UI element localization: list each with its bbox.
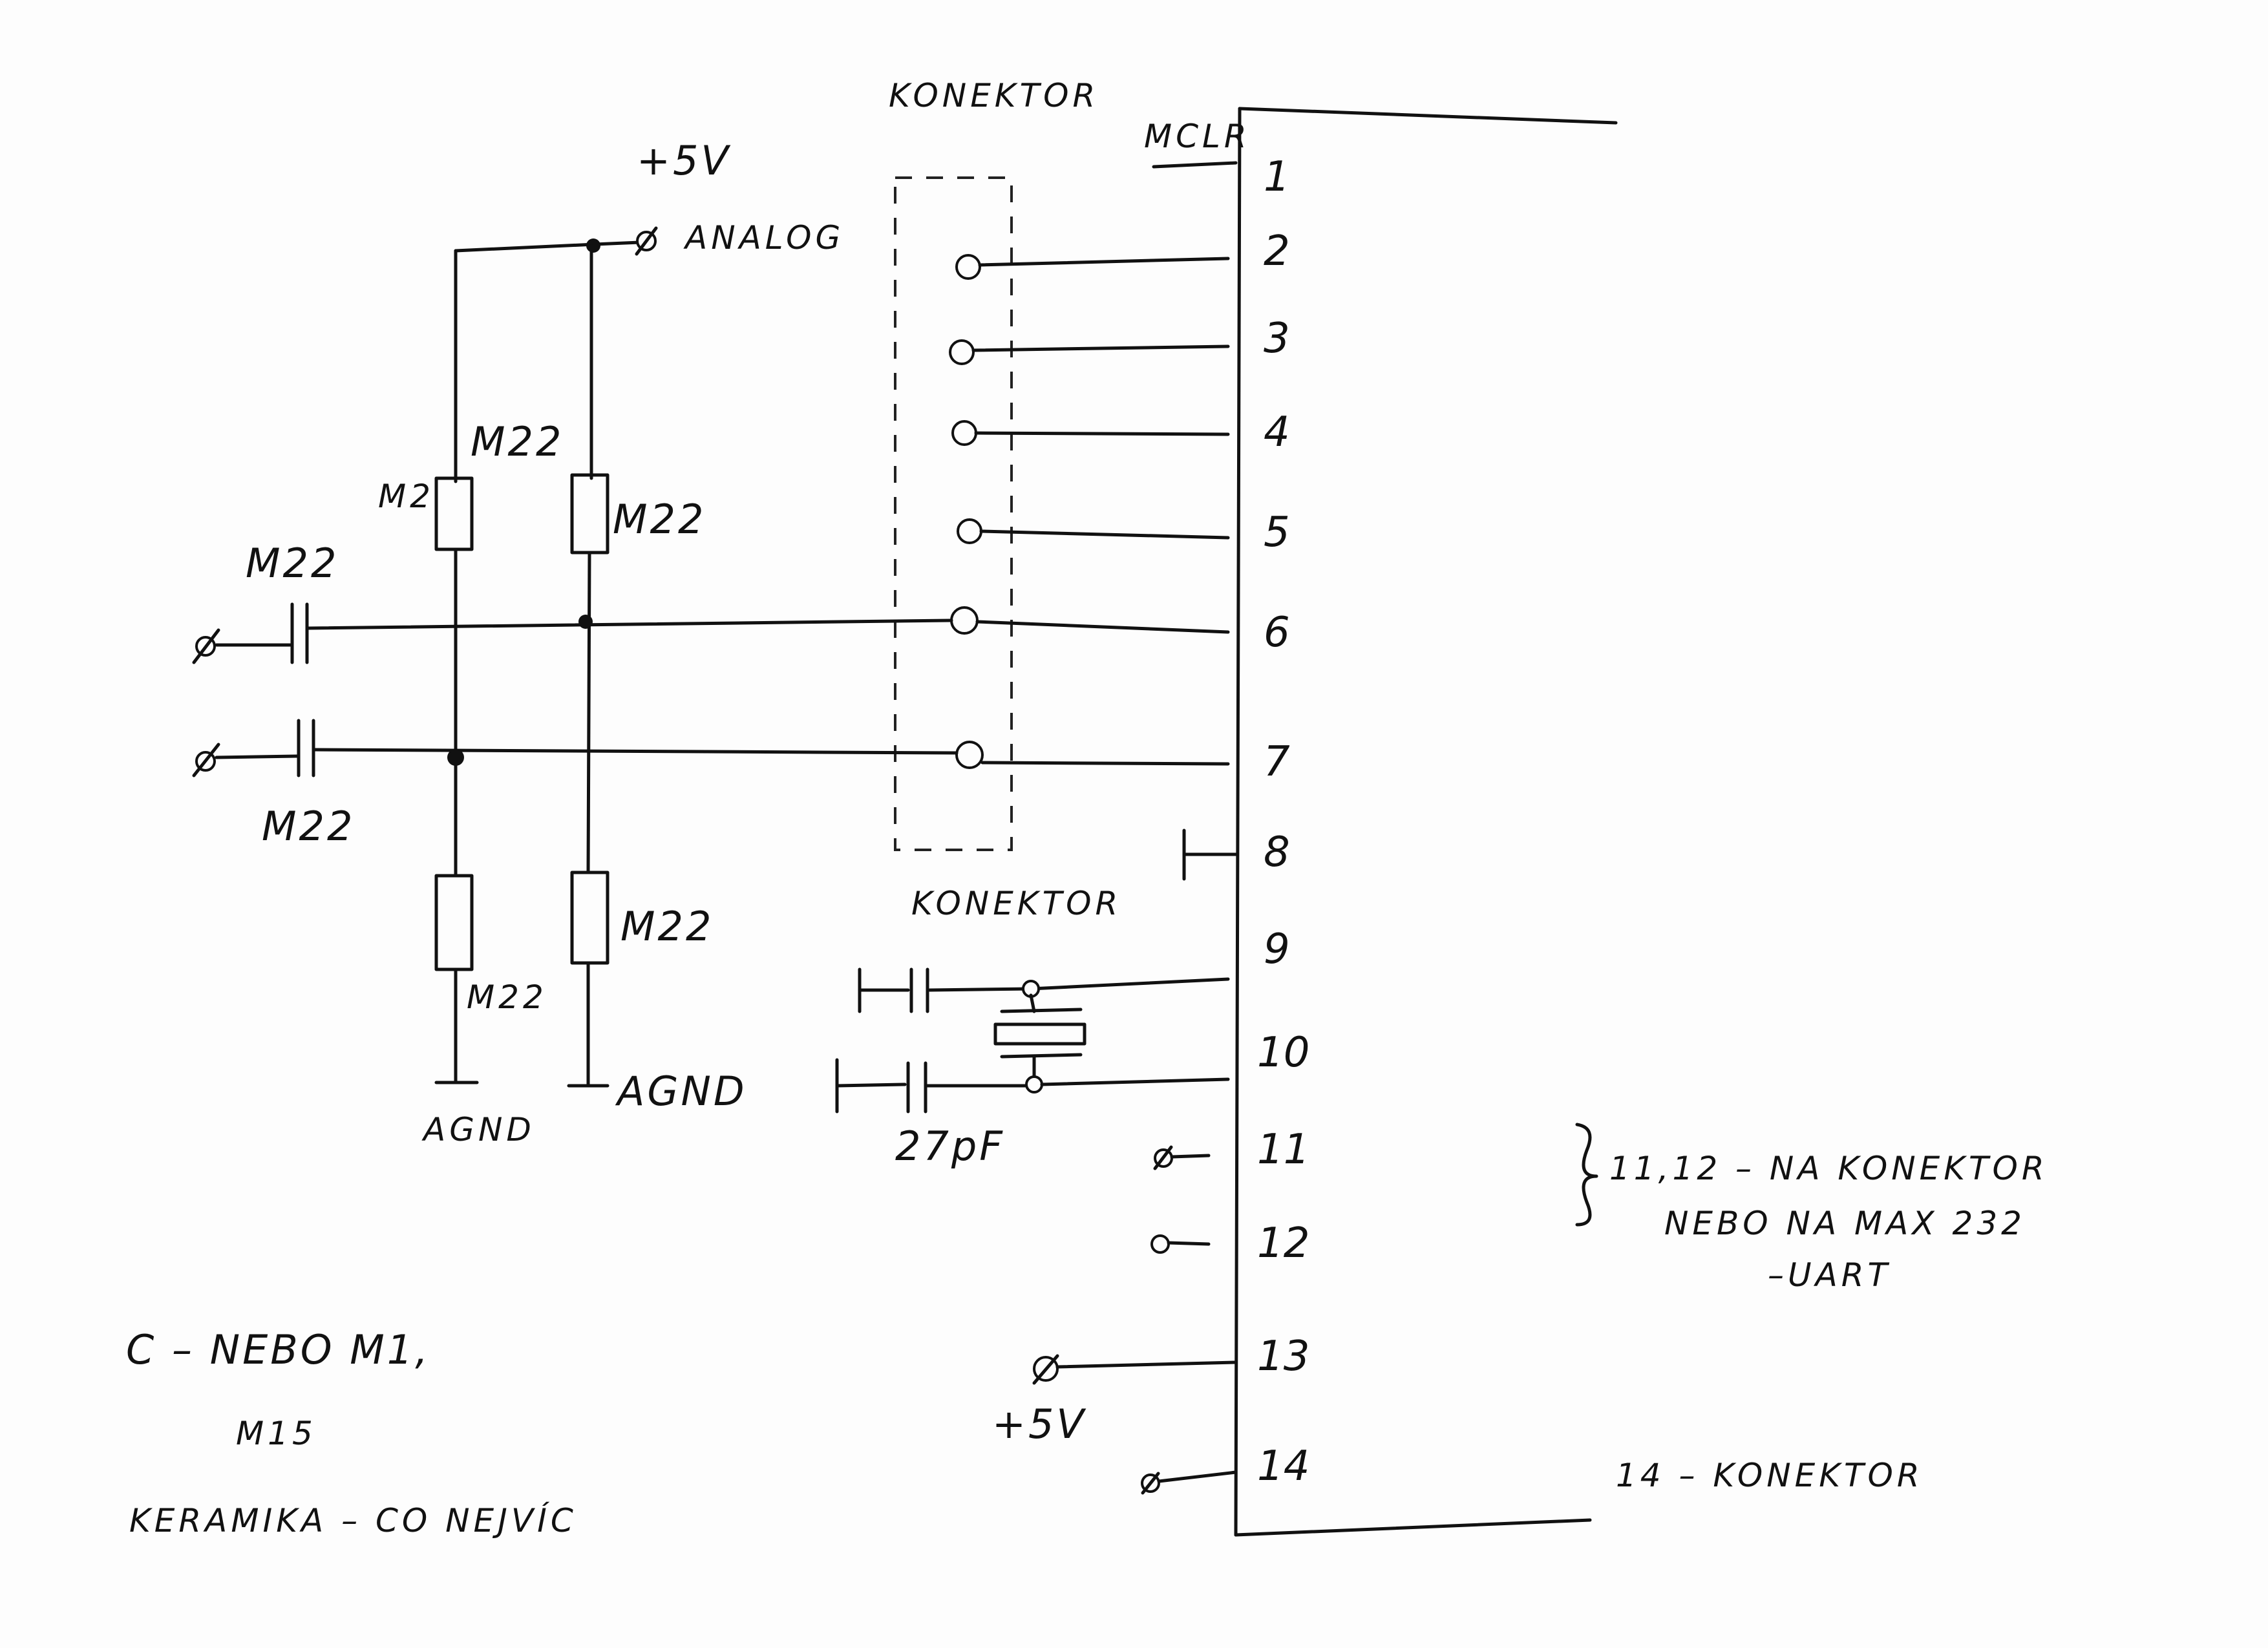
uart-note-line3: –UART (1768, 1256, 1891, 1294)
konektor-bottom-label: KONEKTOR (911, 885, 1121, 922)
pin-9-label: 9 (1264, 925, 1290, 973)
cap-27pf-label: 27pF (895, 1123, 1005, 1170)
brace-icon (1575, 1123, 1598, 1227)
connector-box (894, 176, 1013, 851)
analog-label: ANALOG (683, 219, 844, 257)
pin-3-label: 3 (1264, 315, 1290, 363)
resistor-top-right (570, 473, 609, 874)
mclr-wire (1152, 161, 1238, 169)
pin-10-label: 10 (1257, 1029, 1309, 1077)
pin-12-label: 12 (1257, 1220, 1309, 1267)
plus5v-bottom-label: +5V (992, 1400, 1086, 1448)
uart-note-line2: NEBO NA MAX 232 (1664, 1205, 2026, 1242)
res-top-left-scribble: M2 (378, 478, 434, 515)
pin14-note: 14 – KONEKTOR (1616, 1457, 1924, 1494)
plus5v-top-label: +5V (637, 137, 731, 184)
res-top-left-label: M22 (471, 418, 564, 465)
resistor-top-left (434, 476, 474, 878)
res-bottom-right-label: M22 (620, 903, 714, 950)
agnd-right-label: AGND (615, 1068, 747, 1115)
pins-11-14-wires (1032, 1145, 1238, 1495)
pin-1-label: 1 (1264, 153, 1290, 201)
oscillator (835, 967, 1230, 1114)
pin-14-label: 14 (1257, 1442, 1309, 1490)
pin-2-label: 2 (1264, 227, 1290, 275)
ic-body (1234, 107, 1618, 1537)
analog-rail (454, 226, 658, 483)
pin-5-label: 5 (1264, 509, 1290, 556)
connector-pins (949, 254, 1230, 769)
cap-top-label: M22 (246, 540, 339, 587)
pin-numbers: 1 2 3 4 5 6 7 8 9 10 11 12 13 14 (1257, 153, 1309, 1490)
resistor-bottom-left (434, 874, 479, 1084)
uart-note-line1: 11,12 – NA KONEKTOR (1609, 1150, 2048, 1187)
pin-6-label: 6 (1264, 609, 1290, 657)
input-line-6 (192, 602, 953, 664)
pin-8-label: 8 (1264, 829, 1290, 876)
agnd-left-label: AGND (421, 1111, 535, 1148)
konektor-top-label: KONEKTOR (889, 77, 1099, 114)
pin-4-label: 4 (1264, 408, 1290, 456)
c-note-line2: M15 (236, 1415, 317, 1452)
input-line-7 (192, 719, 959, 777)
c-note-line3: KERAMIKA – CO NEJVÍC (129, 1501, 577, 1539)
pin-11-label: 11 (1257, 1126, 1309, 1174)
c-note-line1: C – NEBO M1, (126, 1326, 430, 1373)
res-top-right-label: M22 (613, 496, 706, 543)
pin-7-label: 7 (1264, 738, 1290, 786)
pin-13-label: 13 (1257, 1333, 1309, 1380)
cap-bottom-label: M22 (262, 803, 355, 850)
resistor-bottom-right (567, 871, 609, 1088)
mclr-label: MCLR (1144, 118, 1251, 155)
pin-8-wire (1182, 829, 1238, 881)
res-bottom-left-label: M22 (467, 978, 547, 1016)
